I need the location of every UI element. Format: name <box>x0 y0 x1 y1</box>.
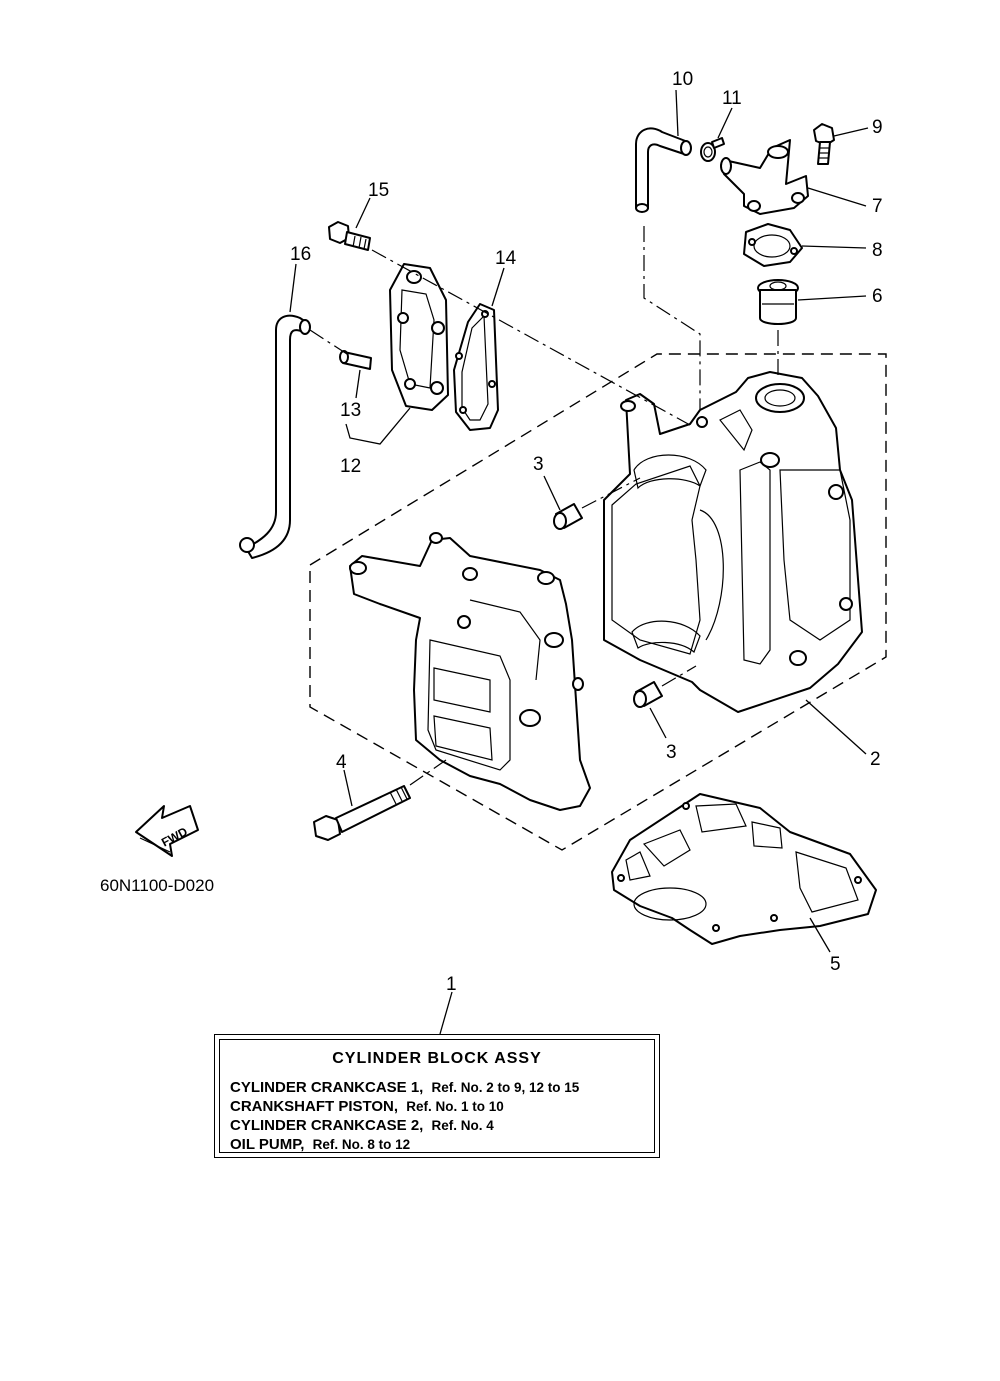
cylinder-crankcase-4 <box>349 532 591 811</box>
cylinder-crankcase-2 <box>603 371 863 713</box>
callout-15: 15 <box>368 180 389 201</box>
legend-box: CYLINDER BLOCK ASSY CYLINDER CRANKCASE 1… <box>214 1034 660 1158</box>
legend-row-name: CRANKSHAFT PISTON, <box>230 1098 399 1115</box>
legend-row: CRANKSHAFT PISTON, Ref. No. 1 to 10 <box>230 1098 504 1115</box>
gasket-14 <box>453 303 499 431</box>
legend-row-ref: Ref. No. 1 to 10 <box>406 1099 504 1114</box>
legend-row: OIL PUMP, Ref. No. 8 to 12 <box>230 1136 410 1153</box>
legend-title: CYLINDER BLOCK ASSY <box>332 1050 542 1067</box>
alignment-line-bolt4 <box>409 759 447 786</box>
legend-row: CYLINDER CRANKCASE 2, Ref. No. 4 <box>230 1117 494 1134</box>
fwd-arrow-icon: FWD <box>135 805 199 857</box>
alignment-line-hose16 <box>309 329 351 357</box>
legend-row-ref: Ref. No. 4 <box>431 1118 494 1133</box>
callout-7: 7 <box>872 196 883 217</box>
callout-6: 6 <box>872 286 883 307</box>
legend-row: CYLINDER CRANKCASE 1, Ref. No. 2 to 9, 1… <box>230 1079 579 1096</box>
dowel-pin-3-upper <box>553 503 583 530</box>
callout-3-lower: 3 <box>666 742 677 763</box>
assembly-boundary <box>309 353 887 851</box>
thermostat-6 <box>757 279 799 325</box>
gasket-8 <box>743 223 803 267</box>
alignment-line-pin-lower <box>661 665 697 687</box>
legend-row-name: CYLINDER CRANKCASE 1, <box>230 1079 424 1096</box>
callout-13: 13 <box>340 400 361 421</box>
callout-14: 14 <box>495 248 517 269</box>
hose-10 <box>635 127 692 213</box>
callout-2: 2 <box>870 749 881 770</box>
alignment-line-hose10 <box>643 226 701 410</box>
alignment-line-pin-upper <box>581 477 641 509</box>
legend-row-ref: Ref. No. 8 to 12 <box>312 1137 411 1152</box>
callout-8: 8 <box>872 240 883 261</box>
callout-9: 9 <box>872 117 883 138</box>
drawing-code: 60N1100-D020 <box>100 876 214 895</box>
hose-16 <box>239 314 311 559</box>
callout-1: 1 <box>446 974 457 995</box>
legend-inner-frame: CYLINDER BLOCK ASSY CYLINDER CRANKCASE 1… <box>219 1039 655 1153</box>
callout-3-upper: 3 <box>533 454 544 475</box>
legend-row-name: OIL PUMP, <box>230 1136 305 1153</box>
callout-12: 12 <box>340 456 361 477</box>
callout-10: 10 <box>672 69 693 90</box>
callout-11: 11 <box>722 88 742 109</box>
bolt-9 <box>813 123 835 165</box>
alignment-line-cover <box>371 249 691 426</box>
callout-5: 5 <box>830 954 841 975</box>
callout-4: 4 <box>336 752 347 773</box>
dowel-pin-3-lower <box>633 681 663 708</box>
gasket-5 <box>611 793 877 945</box>
legend-row-name: CYLINDER CRANKCASE 2, <box>230 1117 424 1134</box>
callout-16: 16 <box>290 244 311 265</box>
pin-13 <box>339 350 372 370</box>
legend-row-ref: Ref. No. 2 to 9, 12 to 15 <box>431 1080 580 1095</box>
bolt-15 <box>328 221 371 251</box>
bolt-4 <box>313 785 411 841</box>
thermostat-cover-7 <box>720 139 809 215</box>
cover-12 <box>389 263 449 411</box>
clip-11 <box>700 137 725 162</box>
